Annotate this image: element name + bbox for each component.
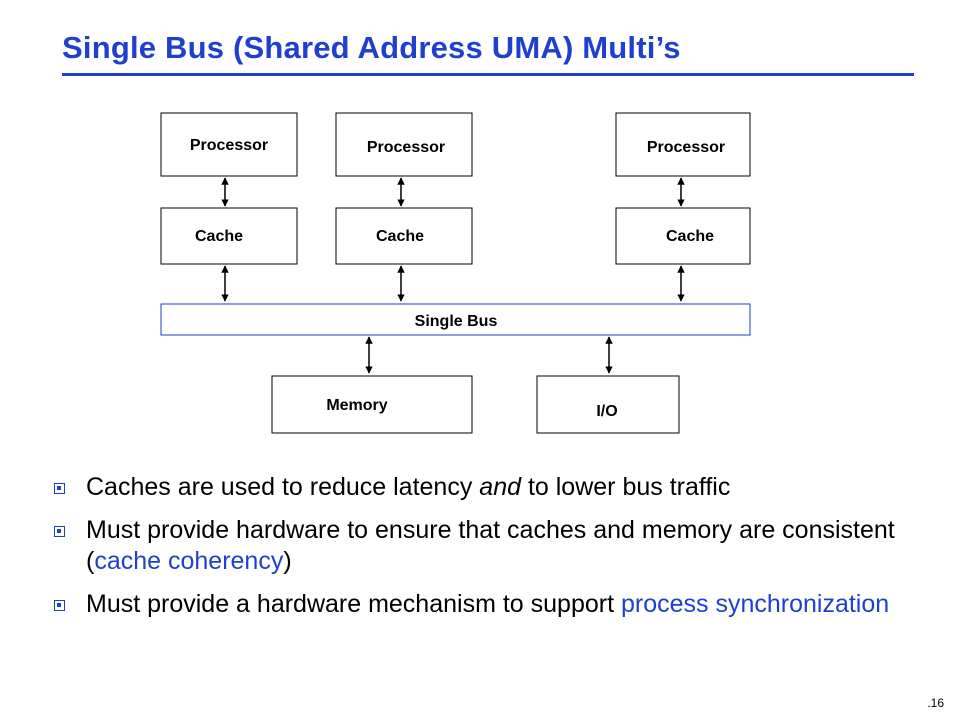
single-bus-diagram: Processor Processor Processor Cache Cach… (160, 112, 751, 434)
io-box: I/O (536, 375, 680, 434)
bullet-text: Must provide a hardware mechanism to sup… (86, 590, 621, 618)
square-bullet-icon (54, 600, 65, 611)
processor-box-2: Processor (335, 112, 473, 177)
cache-box-3: Cache (615, 207, 751, 265)
square-bullet-icon (54, 526, 65, 537)
cache-box-1: Cache (160, 207, 298, 265)
cache-label-3: Cache (666, 228, 714, 245)
bullet-item-3: Must provide a hardware mechanism to sup… (54, 589, 924, 620)
title-underline (62, 73, 914, 76)
processor-box-1: Processor (160, 112, 298, 177)
page-number: .16 (927, 696, 944, 710)
bullet-highlight: process synchronization (620, 590, 890, 618)
slide-title: Single Bus (Shared Address UMA) Multi’s (62, 30, 681, 65)
bullet-text-end: ) (283, 547, 292, 575)
cache-label-2: Cache (376, 228, 424, 245)
processor-label-1: Processor (190, 137, 268, 154)
single-bus-label: Single Bus (415, 313, 498, 330)
processor-box-3: Processor (615, 112, 751, 177)
square-bullet-icon (54, 483, 65, 494)
cache-box-2: Cache (335, 207, 473, 265)
bullet-list: Caches are used to reduce latency and to… (54, 472, 924, 632)
single-bus: Single Bus (160, 303, 751, 336)
memory-label: Memory (326, 397, 387, 414)
cache-label-1: Cache (195, 228, 243, 245)
processor-label-3: Processor (647, 139, 725, 156)
bullet-text: Must provide hardware to ensure that cac… (86, 516, 895, 575)
bullet-text-end: to lower bus traffic (521, 473, 731, 501)
processor-label-2: Processor (367, 139, 445, 156)
bullet-highlight: cache coherency (94, 547, 284, 575)
bullet-item-1: Caches are used to reduce latency and to… (54, 472, 924, 503)
bullet-emphasis: and (479, 473, 522, 501)
bullet-text: Caches are used to reduce latency (86, 473, 480, 501)
memory-box: Memory (271, 375, 473, 434)
io-label: I/O (596, 403, 617, 420)
bullet-item-2: Must provide hardware to ensure that cac… (54, 515, 924, 577)
